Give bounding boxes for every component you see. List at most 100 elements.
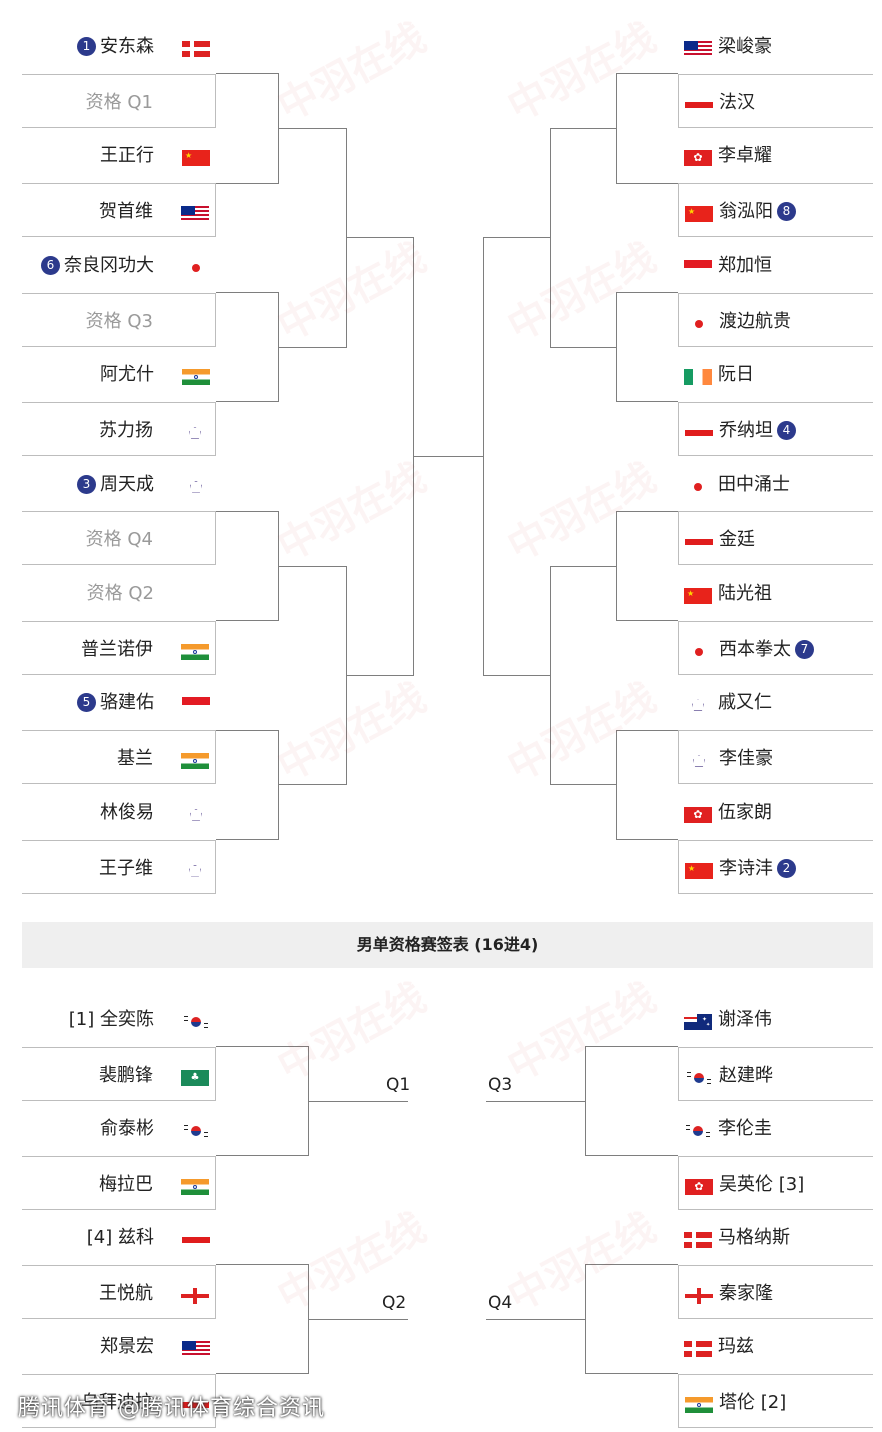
player-slot[interactable]: 渡边航贵	[678, 292, 873, 347]
bracket-line	[586, 1046, 678, 1047]
player-slot[interactable]: 吴英伦 [3]✿	[678, 1155, 873, 1210]
player-slot[interactable]: 王正行★	[22, 128, 216, 182]
player-slot[interactable]: 玛兹	[678, 1319, 873, 1373]
flag-jp-icon	[684, 478, 712, 495]
player-slot[interactable]: 金廷	[678, 511, 873, 566]
player-entry: 资格 Q4	[86, 530, 153, 550]
player-slot[interactable]: 资格 Q2	[22, 566, 216, 620]
player-slot[interactable]: 李伦圭	[678, 1101, 873, 1155]
player-slot[interactable]: 李佳豪	[678, 730, 873, 785]
player-name: 基兰	[117, 748, 153, 770]
bracket-line	[486, 1100, 586, 1102]
bracket-line	[550, 784, 616, 786]
player-slot[interactable]: 王子维	[22, 839, 216, 894]
bracket-line	[216, 510, 278, 512]
player-name: 塔伦 [2]	[719, 1391, 787, 1413]
seed-badge: 3	[77, 474, 96, 494]
player-slot[interactable]: 伍家朗 ✿	[678, 785, 873, 839]
player-slot[interactable]: 乌拜迪拉	[22, 1373, 216, 1428]
flag-tpe-icon	[684, 697, 712, 714]
player-entry: 金廷	[719, 530, 755, 550]
flag-hk-icon: ✿	[684, 806, 712, 823]
player-slot[interactable]: 梅拉巴	[22, 1155, 216, 1210]
background-watermark: 中羽在线	[270, 454, 434, 571]
flag-jp-icon	[182, 259, 210, 276]
player-slot[interactable]: 戚又仁	[678, 675, 873, 729]
bracket-line	[616, 292, 617, 403]
player-name: 阿尤什	[100, 364, 154, 386]
player-slot[interactable]: 资格 Q3	[22, 292, 216, 347]
player-slot[interactable]: 苏力扬	[22, 401, 216, 456]
player-slot[interactable]: 塔伦 [2]	[678, 1373, 873, 1428]
flag-kr-icon	[182, 1123, 210, 1139]
flag-tpe-icon	[182, 478, 210, 495]
bracket-line	[616, 182, 678, 184]
background-watermark: 中羽在线	[270, 1204, 434, 1321]
player-slot[interactable]: 郑景宏	[22, 1319, 216, 1373]
player-slot[interactable]: 法汉	[678, 73, 873, 128]
player-slot[interactable]: [4] 兹科	[22, 1210, 216, 1264]
flag-cn-icon: ★	[684, 588, 712, 604]
player-slot[interactable]: 普兰诺伊	[22, 620, 216, 675]
player-slot[interactable]: 贺首维	[22, 183, 216, 238]
player-slot[interactable]: 俞泰彬	[22, 1101, 216, 1155]
player-slot[interactable]: 李卓耀✿	[678, 128, 873, 182]
player-entry: 裴鹏锋	[99, 1065, 153, 1086]
player-slot[interactable]: 秦家隆	[678, 1264, 873, 1319]
flag-hk-icon: ✿	[684, 150, 712, 167]
flag-sg-icon	[684, 259, 712, 276]
player-name: 法汉	[719, 91, 755, 113]
player-slot[interactable]: 田中涌士	[678, 457, 873, 511]
player-slot[interactable]: 赵建晔	[678, 1046, 873, 1101]
player-slot[interactable]: 陆光祖★	[678, 566, 873, 620]
player-entry: 法汉	[719, 91, 755, 113]
flag-in-icon	[685, 1396, 713, 1413]
player-slot[interactable]: 阮日	[678, 347, 873, 401]
bracket-line	[616, 401, 678, 403]
player-slot[interactable]: 王悦航	[22, 1264, 216, 1319]
player-slot[interactable]: 资格 Q4	[22, 511, 216, 566]
player-entry: [4] 兹科	[87, 1228, 154, 1248]
player-name: 资格 Q1	[85, 91, 153, 113]
player-slot[interactable]: 梁峻豪	[678, 19, 873, 73]
background-watermark: 中羽在线	[500, 454, 664, 571]
player-name: 李诗沣	[719, 857, 773, 879]
seed-badge: 4	[777, 420, 796, 440]
flag-in-icon	[181, 643, 209, 660]
player-name: 郑加恒	[718, 254, 772, 276]
flag-dk-icon	[182, 41, 210, 57]
player-slot[interactable]: 阿尤什	[22, 347, 216, 401]
bracket-line	[278, 346, 346, 348]
player-slot[interactable]: 林俊易	[22, 785, 216, 839]
player-slot[interactable]: [1] 全奕陈	[22, 992, 216, 1046]
bracket-line	[216, 1046, 308, 1047]
player-entry: 伍家朗	[718, 802, 772, 823]
bracket-line	[413, 456, 483, 458]
player-entry: 谢泽伟	[718, 1010, 772, 1030]
player-slot[interactable]: 基兰	[22, 730, 216, 785]
player-slot[interactable]: 资格 Q1	[22, 73, 216, 128]
player-slot[interactable]: 马格纳斯	[678, 1210, 873, 1264]
bracket-line	[216, 839, 278, 840]
player-entry: 贺首维	[99, 202, 153, 222]
flag-kr-icon	[685, 1069, 713, 1086]
player-slot[interactable]: 裴鹏锋♣	[22, 1046, 216, 1101]
flag-in-icon	[182, 369, 210, 386]
player-slot[interactable]: 谢泽伟✦✦	[678, 992, 873, 1046]
player-slot[interactable]: 郑加恒	[678, 238, 873, 292]
player-name: 戚又仁	[718, 692, 772, 714]
player-name: 资格 Q4	[85, 529, 153, 551]
player-name: 乔纳坦	[719, 419, 773, 441]
bracket-line	[486, 1318, 586, 1320]
bracket-line	[616, 292, 678, 293]
